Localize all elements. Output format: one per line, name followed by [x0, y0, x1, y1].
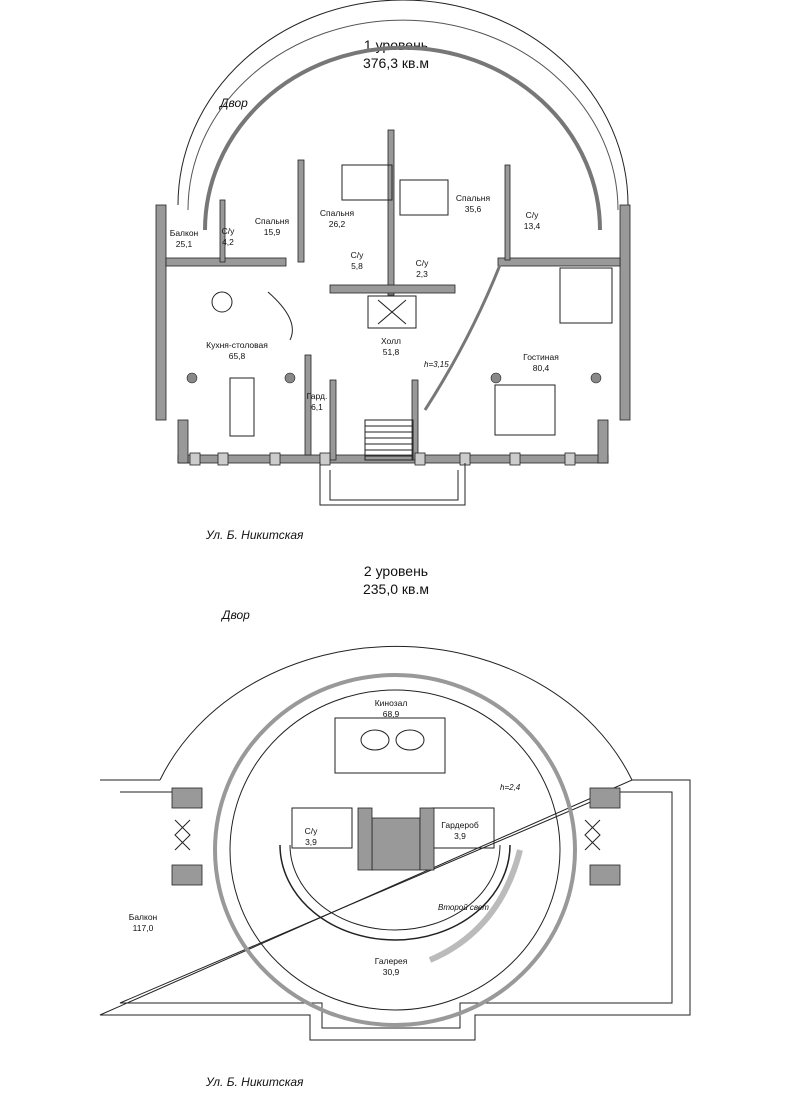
inner-dome-arc	[187, 19, 619, 211]
spiral-stair	[428, 849, 523, 963]
level1-area-text: 376,3 кв.м	[362, 55, 429, 71]
l2-second-light: Второй свет	[438, 903, 489, 912]
facade-arc	[203, 45, 602, 231]
bath-partition	[219, 199, 226, 263]
bed-26	[341, 164, 393, 201]
cinema-sofa	[334, 717, 446, 774]
west-wall	[155, 204, 167, 421]
core-wall	[329, 284, 456, 294]
l1-room-bath-2: С/у 2,3	[415, 258, 429, 279]
east-pier-top	[589, 787, 621, 809]
bedroom-partition-a	[297, 159, 305, 263]
level1-street-label: Ул. Б. Никитская	[206, 528, 304, 542]
south-east-pier	[597, 419, 609, 464]
north-east-wall	[497, 257, 621, 267]
stair-flight	[364, 419, 414, 461]
drum-inner	[229, 689, 561, 1011]
l1-room-garderobe: Гард.6,1	[306, 391, 328, 412]
level2-title: 2 уровень 235,0 кв.м	[0, 562, 792, 598]
level2-area-text: 235,0 кв.м	[362, 581, 429, 597]
hall-curved-wall	[423, 264, 502, 411]
north-west-wall	[165, 257, 287, 267]
west-pier-bottom	[171, 864, 203, 886]
east-wall	[619, 204, 631, 421]
bath-partition-east	[504, 164, 511, 261]
entrance-bay	[319, 463, 466, 506]
level2-title-text: 2 уровень	[363, 563, 429, 579]
west-pier-top	[171, 787, 203, 809]
l1-ceiling-height: h=3,15	[424, 360, 449, 369]
east-balcony-door	[584, 819, 601, 851]
round-table	[211, 291, 233, 313]
elevator-core	[367, 295, 417, 329]
central-core	[371, 817, 421, 871]
level1-yard-label: Двор	[220, 96, 248, 110]
bath-box	[291, 807, 353, 849]
living-sofa	[494, 384, 556, 436]
level1-floor-plan	[155, 0, 631, 506]
level2-street-label: Ул. Б. Никитская	[206, 1075, 304, 1089]
garderobe-wall	[304, 354, 312, 456]
drum-ring	[213, 673, 577, 1027]
west-balcony-door	[174, 819, 191, 851]
l2-ceiling-height: h=2,4	[500, 783, 521, 792]
level2-yard-label: Двор	[222, 608, 250, 622]
south-west-pier	[177, 419, 189, 464]
living-sofa-2	[559, 267, 613, 324]
bed-35	[399, 179, 449, 216]
outer-dome-arc	[177, 0, 629, 206]
stair-wall-west	[329, 379, 337, 461]
terrace-outline	[99, 779, 691, 1041]
outer-terrace-arc	[159, 645, 633, 781]
east-pier-bottom	[589, 864, 621, 886]
central-partition	[387, 129, 395, 296]
gallery-arc	[279, 844, 511, 941]
dining-table	[229, 377, 255, 437]
